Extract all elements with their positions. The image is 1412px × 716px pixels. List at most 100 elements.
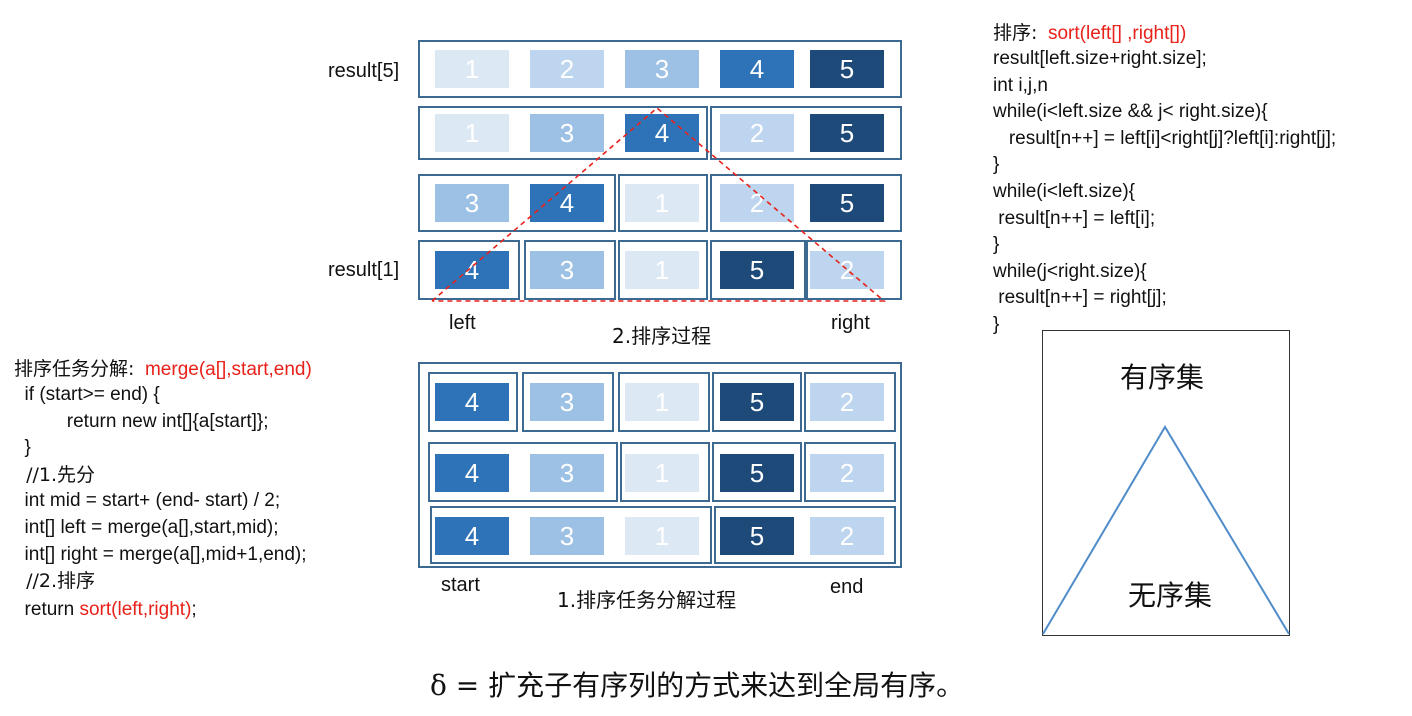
- split-row2-group: [804, 442, 896, 502]
- formula-text: δ = 扩充子有序列的方式来达到全局有序。: [430, 669, 965, 702]
- split-row1-cell: 1: [625, 383, 699, 421]
- merge-code-line: //2.排序: [14, 570, 96, 593]
- merge-header-function: merge(a[],start,end): [144, 359, 312, 380]
- merge-code-line: }: [14, 437, 31, 459]
- merge-row1-cell: 1: [435, 50, 509, 88]
- sort-code-line: }: [993, 234, 1000, 256]
- merge-row2-cell: 2: [720, 114, 794, 152]
- split-row1-cell: 3: [530, 383, 604, 421]
- merge-return-suffix: ;: [191, 599, 197, 620]
- split-row3-cell: 2: [810, 517, 884, 555]
- merge-label-left: left: [449, 312, 476, 334]
- merge-row1-cell: 2: [530, 50, 604, 88]
- sort-code-line: while(i<left.size && j< right.size){: [993, 101, 1268, 123]
- split-row1-group: [522, 372, 614, 432]
- merge-row-1: [418, 40, 902, 98]
- sort-code-line: result[n++] = left[i]<right[j]?left[i]:r…: [993, 127, 1337, 149]
- merge-code-lines: if (start>= end) { return new int[]{a[st…: [14, 382, 307, 595]
- merge-row4-group-3: [618, 240, 708, 300]
- merge-code-line: //1.先分: [14, 463, 96, 486]
- split-row1-group: [618, 372, 710, 432]
- merge-row4-cell: 2: [810, 251, 884, 289]
- split-row1-cell: 2: [810, 383, 884, 421]
- merge-row3-group-1: [418, 174, 616, 232]
- row-label-result5: result[5]: [328, 60, 400, 82]
- merge-return-function: sort(left,right): [79, 599, 192, 620]
- split-row3-cell: 1: [625, 517, 699, 555]
- sort-code-line: int i,j,n: [993, 74, 1048, 96]
- split-row1-cell: 4: [435, 383, 509, 421]
- split-row3-cell: 4: [435, 517, 509, 555]
- pyramid-frame: [1042, 330, 1290, 636]
- sort-code-line: result[n++] = left[i];: [993, 207, 1156, 229]
- split-row3-cell: 3: [530, 517, 604, 555]
- sort-code-line: }: [993, 154, 1000, 176]
- split-row2-cell: 2: [810, 454, 884, 492]
- merge-row3-group-2: [618, 174, 708, 232]
- merge-row4-group-5: [806, 240, 902, 300]
- merge-process-title: 2.排序过程: [612, 324, 712, 348]
- merge-row4-cell: 1: [625, 251, 699, 289]
- merge-row3-cell: 5: [810, 184, 884, 222]
- merge-row2-cell: 3: [530, 114, 604, 152]
- merge-row4-cell: 5: [720, 251, 794, 289]
- split-row1-cell: 5: [720, 383, 794, 421]
- sort-header-prefix: 排序:: [993, 22, 1038, 44]
- merge-row4-group-4: [710, 240, 806, 300]
- pyramid-triangle: [1042, 425, 1290, 635]
- sort-header-function: sort(left[] ,right[]): [1047, 23, 1187, 44]
- sort-code-line: while(j<right.size){: [993, 260, 1147, 282]
- merge-row4-cell: 4: [435, 251, 509, 289]
- merge-code-line: int mid = start+ (end- start) / 2;: [14, 490, 281, 512]
- pyramid-top-label: 有序集: [1120, 361, 1205, 394]
- split-row2-group: [712, 442, 802, 502]
- split-outer-frame: [418, 362, 902, 568]
- sort-code-line: }: [993, 313, 1000, 335]
- split-row1-group: [804, 372, 896, 432]
- merge-code-line: return new int[]{a[start]};: [14, 410, 269, 432]
- merge-row2-group-left: [418, 106, 708, 160]
- sort-code-line: result[n++] = right[j];: [993, 287, 1167, 309]
- merge-row1-cell: 4: [720, 50, 794, 88]
- merge-row3-cell: 4: [530, 184, 604, 222]
- sort-code-lines: result[left.size+right.size]; int i,j,n wh…: [993, 46, 1336, 339]
- merge-row4-cell: 3: [530, 251, 604, 289]
- merge-row3-cell: 3: [435, 184, 509, 222]
- merge-row4-group-2: [524, 240, 616, 300]
- split-row3-cell: 5: [720, 517, 794, 555]
- merge-code-line: if (start>= end) {: [14, 384, 160, 405]
- merge-row3-cell: 2: [720, 184, 794, 222]
- split-label-start: start: [441, 574, 480, 596]
- merge-row1-cell: 5: [810, 50, 884, 88]
- split-row1-group: [712, 372, 802, 432]
- merge-code-line: int[] left = merge(a[],start,mid);: [14, 516, 279, 538]
- merge-row4-group-1: [418, 240, 520, 300]
- split-row2-group: [428, 442, 618, 502]
- split-row3-group: [714, 506, 896, 564]
- split-row2-cell: 3: [530, 454, 604, 492]
- merge-return-prefix: return: [14, 599, 80, 620]
- merge-row2-group-right: [710, 106, 902, 160]
- merge-label-right: right: [831, 312, 870, 334]
- split-row2-cell: 1: [625, 454, 699, 492]
- merge-header-prefix: 排序任务分解:: [14, 358, 135, 380]
- merge-row3-group-3: [710, 174, 902, 232]
- merge-row2-cell: 1: [435, 114, 509, 152]
- split-row2-cell: 5: [720, 454, 794, 492]
- merge-row2-cell: 4: [625, 114, 699, 152]
- split-row1-group: [428, 372, 518, 432]
- sort-code-line: while(i<left.size){: [993, 180, 1136, 202]
- split-row2-group: [620, 442, 710, 502]
- merge-code-return-line: return sort(left,right);: [14, 597, 197, 624]
- split-label-end: end: [830, 576, 864, 598]
- merge-row2-cell: 5: [810, 114, 884, 152]
- merge-row3-cell: 1: [625, 184, 699, 222]
- merge-row1-cell: 3: [625, 50, 699, 88]
- row-label-result1: result[1]: [328, 259, 400, 281]
- sort-code-header: 排序: sort(left[] ,right[]): [993, 20, 1186, 48]
- merge-code-header: 排序任务分解: merge(a[],start,end): [14, 356, 312, 384]
- sort-code-line: result[left.size+right.size];: [993, 48, 1207, 69]
- split-process-title: 1.排序任务分解过程: [557, 588, 737, 612]
- split-row2-cell: 4: [435, 454, 509, 492]
